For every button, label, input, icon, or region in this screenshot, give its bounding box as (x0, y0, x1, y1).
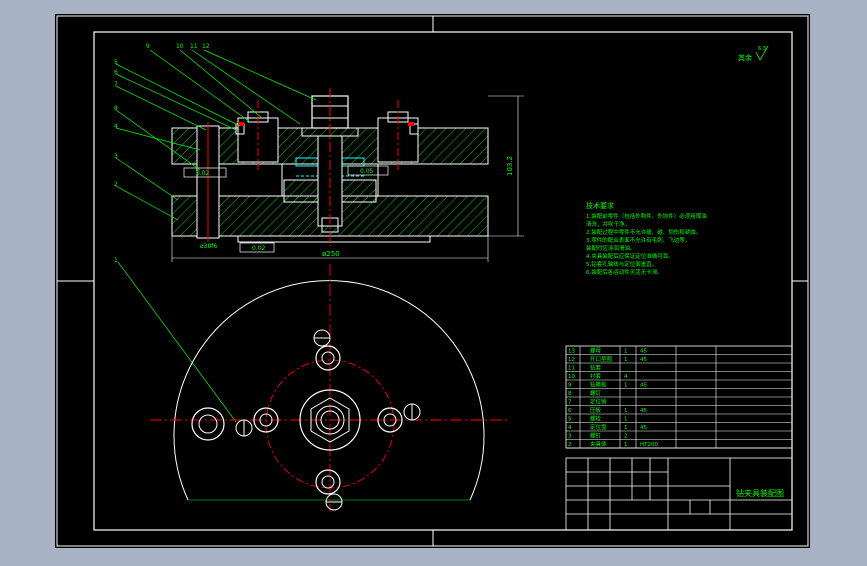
parts-list-cell: 2 (568, 442, 572, 448)
parts-list-cell: 2 (624, 434, 628, 440)
bushing-bottom (315, 469, 343, 511)
dim-diameter: ø250 (322, 250, 340, 258)
balloon-9: 9 (146, 43, 150, 50)
parts-list-cell: 4 (568, 425, 572, 431)
parts-list-cell: 压板 (590, 406, 602, 414)
parts-list-cell: 11 (568, 366, 575, 372)
tech-line-2: 清洗，并吹干净。 (586, 220, 630, 228)
tol-right: 0.05 (360, 168, 374, 175)
parts-list-cell: 开口垫圈 (590, 355, 613, 363)
parts-list-cell: 夹具体 (590, 440, 607, 448)
balloon-5: 5 (114, 59, 118, 66)
balloon-8: 8 (114, 105, 118, 112)
balloon-10: 10 (176, 43, 184, 50)
plate-outline (173, 280, 485, 501)
parts-list-cell: 钻模板 (590, 381, 607, 389)
parts-list-cell: 12 (568, 357, 575, 363)
tech-line-7: 5.钻套孔轴线与定位面垂直。 (586, 260, 657, 268)
parts-list-cell: 45 (640, 357, 647, 363)
parts-list-cell: 9 (568, 383, 572, 389)
parts-list-cell: 衬套 (590, 372, 602, 380)
parts-list-cell: 定位销 (590, 398, 607, 406)
balloon-4: 4 (114, 123, 118, 130)
balloon-2: 2 (114, 181, 118, 188)
parts-list-cell: 1 (624, 425, 628, 431)
dim-height: 103.2 (506, 156, 514, 176)
parts-list-cell: 钻套 (590, 364, 602, 372)
tech-heading: 技术要求 (586, 201, 614, 210)
parts-list-cell: 7 (568, 400, 572, 406)
balloon-6: 6 (114, 69, 118, 76)
bushing-left (235, 407, 279, 437)
parts-list-cell: 45 (640, 425, 647, 431)
parts-list-cell: 螺栓 (590, 415, 602, 423)
parts-list-cell: 45 (640, 349, 647, 355)
tol-mid: 0.02 (252, 245, 266, 252)
tech-line-8: 6.装配后各运动件灵活无卡滞。 (586, 268, 663, 276)
parts-list-cell: 1 (624, 357, 628, 363)
parts-list-cell: 螺钉 (590, 432, 602, 440)
parts-list-cell: 10 (568, 374, 575, 380)
parts-list-cell: 4 (624, 374, 628, 380)
parts-list-cell: 45 (640, 408, 647, 414)
parts-list-cell: 13 (568, 349, 575, 355)
top-view (150, 264, 510, 512)
tech-line-1: 1.装配前零件（包括外购件、外协件）必须用煤油 (586, 212, 707, 220)
balloon-1: 1 (114, 257, 118, 264)
front-section-view: 103.2 ø250 ø38f6 0.02 0.02 0.05 (171, 88, 524, 262)
parts-list-cell: 螺母 (590, 347, 602, 355)
parts-list-cell: 45 (640, 383, 647, 389)
parts-list-cell: 螺钉 (590, 389, 602, 397)
dim-inner: ø38f6 (200, 243, 217, 250)
balloon-11: 11 (190, 43, 198, 50)
roughness-value: 6.3 (758, 46, 766, 52)
balloon-7: 7 (114, 81, 118, 88)
drawing-title: 钻夹具装配图 (736, 488, 784, 498)
parts-list-cell: 1 (624, 408, 628, 414)
parts-list-cell: 6 (568, 408, 572, 414)
parts-list-cell: 8 (568, 391, 572, 397)
parts-list-cell: 定位盘 (590, 423, 607, 431)
parts-list-cell: 5 (568, 417, 572, 423)
parts-list-cell: HT200 (640, 442, 658, 448)
parts-list-cell: 1 (624, 442, 628, 448)
parts-list-cell: 1 (624, 349, 628, 355)
center-nut-top (310, 397, 350, 443)
locating-pin-hole (191, 407, 225, 441)
tech-line-6: 4.夹具装配后应保证定位准确可靠。 (586, 252, 674, 260)
bushing-top (313, 329, 341, 371)
balloon-3: 3 (114, 153, 118, 160)
parts-list-cell: 3 (568, 434, 572, 440)
bushing-right (377, 403, 421, 433)
tech-line-4: 3.零件的配合表面不允许有毛刺、飞边等， (586, 236, 690, 244)
roughness-symbol (755, 45, 769, 61)
parts-list-cell: 1 (624, 417, 628, 423)
tech-line-3: 2.装配过程中零件不允许磕、碰、划伤和锈蚀。 (586, 228, 701, 236)
roughness-label: 其余 (738, 53, 752, 62)
balloon-12: 12 (202, 43, 210, 50)
tech-line-5: 装配时应涂润滑油。 (586, 244, 636, 252)
title-block (565, 457, 793, 531)
parts-list-cell: 1 (624, 383, 628, 389)
drawing-sheet (55, 14, 810, 548)
tech-requirements: 技术要求 1.装配前零件（包括外购件、外协件）必须用煤油 清洗，并吹干净。 2.… (586, 201, 707, 276)
tol-left: 0.02 (196, 170, 210, 177)
balloon-leaders (115, 49, 317, 423)
